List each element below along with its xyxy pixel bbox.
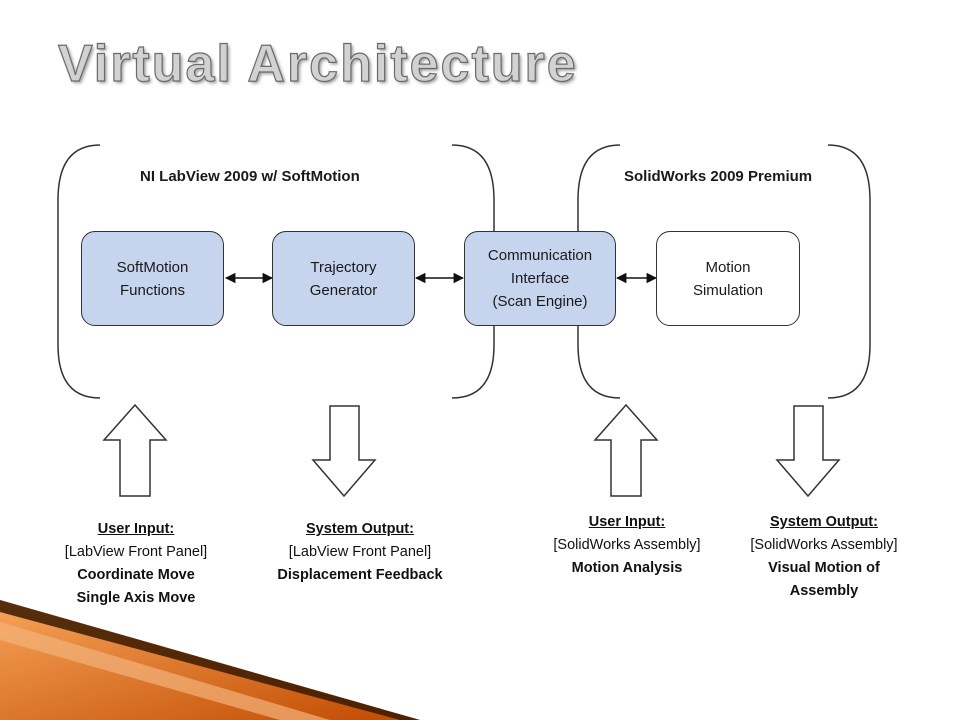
node-label: Trajectory Generator <box>309 258 378 299</box>
io-heading: User Input: <box>97 521 175 537</box>
io-caption-labview-input: User Input: [LabView Front Panel] Coordi… <box>26 518 246 610</box>
io-source: [LabView Front Panel] <box>64 544 208 560</box>
corner-accent <box>0 600 420 720</box>
io-source: [SolidWorks Assembly] <box>553 537 701 553</box>
group-label-solidworks: SolidWorks 2009 Premium <box>624 168 813 185</box>
node-softmotion-functions: SoftMotion Functions <box>81 231 224 326</box>
node-communication-interface: Communication Interface (Scan Engine) <box>464 231 616 326</box>
node-label: Communication Interface (Scan Engine) <box>487 247 593 310</box>
io-item: Motion Analysis <box>571 560 683 576</box>
io-item: Assembly <box>789 583 859 599</box>
up-arrow-icon <box>102 403 168 497</box>
io-caption-solidworks-input: User Input: [SolidWorks Assembly] Motion… <box>517 511 737 580</box>
bracket-solidworks-right <box>827 144 871 399</box>
io-item: Displacement Feedback <box>277 567 443 583</box>
down-arrow-icon <box>775 405 841 498</box>
node-trajectory-generator: Trajectory Generator <box>272 231 415 326</box>
bracket-labview-left <box>57 144 101 399</box>
up-arrow-icon <box>593 403 659 497</box>
down-arrow-icon <box>311 405 377 498</box>
node-motion-simulation: Motion Simulation <box>656 231 800 326</box>
io-heading: System Output: <box>306 521 414 537</box>
node-label: SoftMotion Functions <box>116 258 189 299</box>
io-caption-solidworks-output: System Output: [SolidWorks Assembly] Vis… <box>714 511 934 603</box>
io-item: Visual Motion of <box>768 560 880 576</box>
io-heading: User Input: <box>588 514 666 530</box>
group-label-labview: NI LabView 2009 w/ SoftMotion <box>140 168 360 185</box>
io-heading: System Output: <box>770 514 878 530</box>
io-source: [LabView Front Panel] <box>288 544 432 560</box>
io-caption-labview-output: System Output: [LabView Front Panel] Dis… <box>250 518 470 587</box>
io-item: Coordinate Move <box>77 567 195 583</box>
node-label: Motion Simulation <box>692 258 764 299</box>
slide-title: Virtual Architecture <box>57 34 578 93</box>
io-item: Single Axis Move <box>76 590 196 606</box>
io-source: [SolidWorks Assembly] <box>750 537 898 553</box>
